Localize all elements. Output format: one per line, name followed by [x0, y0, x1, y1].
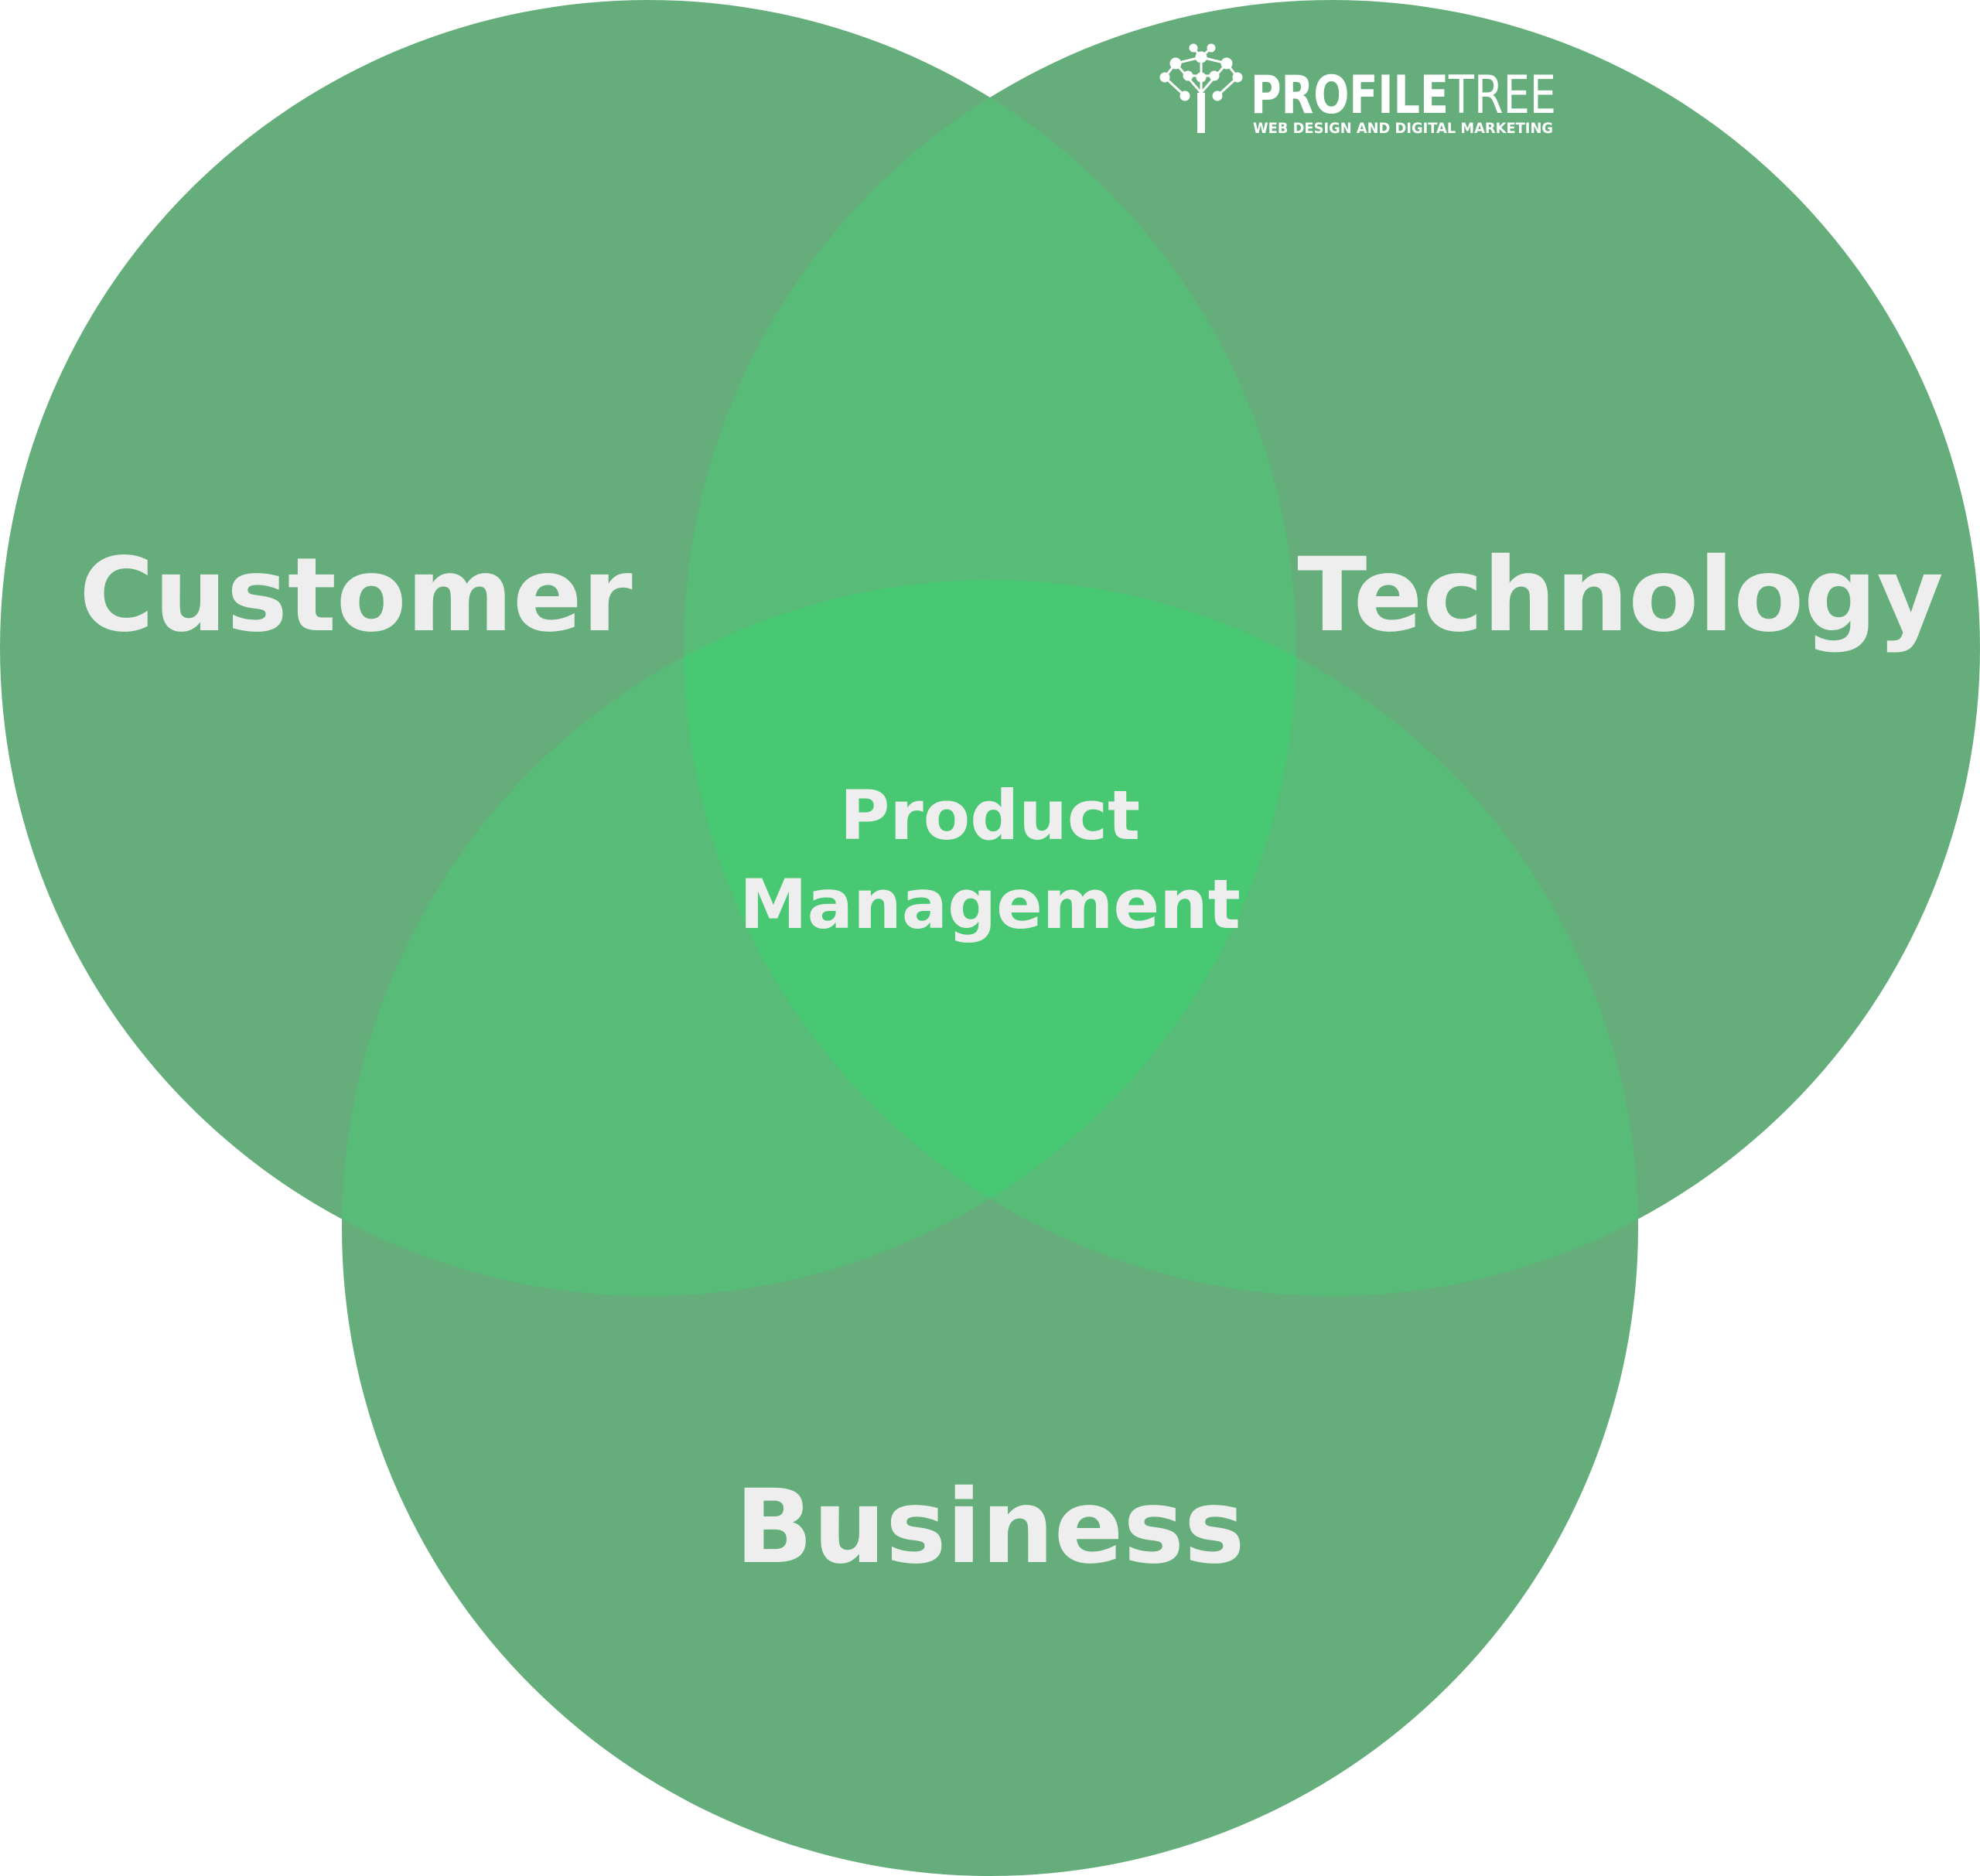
logo-name-light: TREE: [1448, 65, 1556, 126]
tree-network-icon: [1159, 43, 1243, 133]
profiletree-logo: PROFILETREE WEB DESIGN AND DIGITAL MARKE…: [1159, 43, 1556, 137]
logo-tagline: WEB DESIGN AND DIGITAL MARKETING: [1253, 120, 1553, 137]
center-label-line-1: Product: [840, 776, 1140, 855]
business-label: Business: [735, 1468, 1244, 1587]
customer-label: Customer: [79, 536, 632, 655]
logo-wordmark: PROFILETREE: [1251, 65, 1556, 126]
logo-name-bold: PROFILE: [1251, 65, 1449, 126]
technology-label: Technology: [1297, 536, 1943, 655]
center-label-line-2: Management: [739, 865, 1241, 944]
